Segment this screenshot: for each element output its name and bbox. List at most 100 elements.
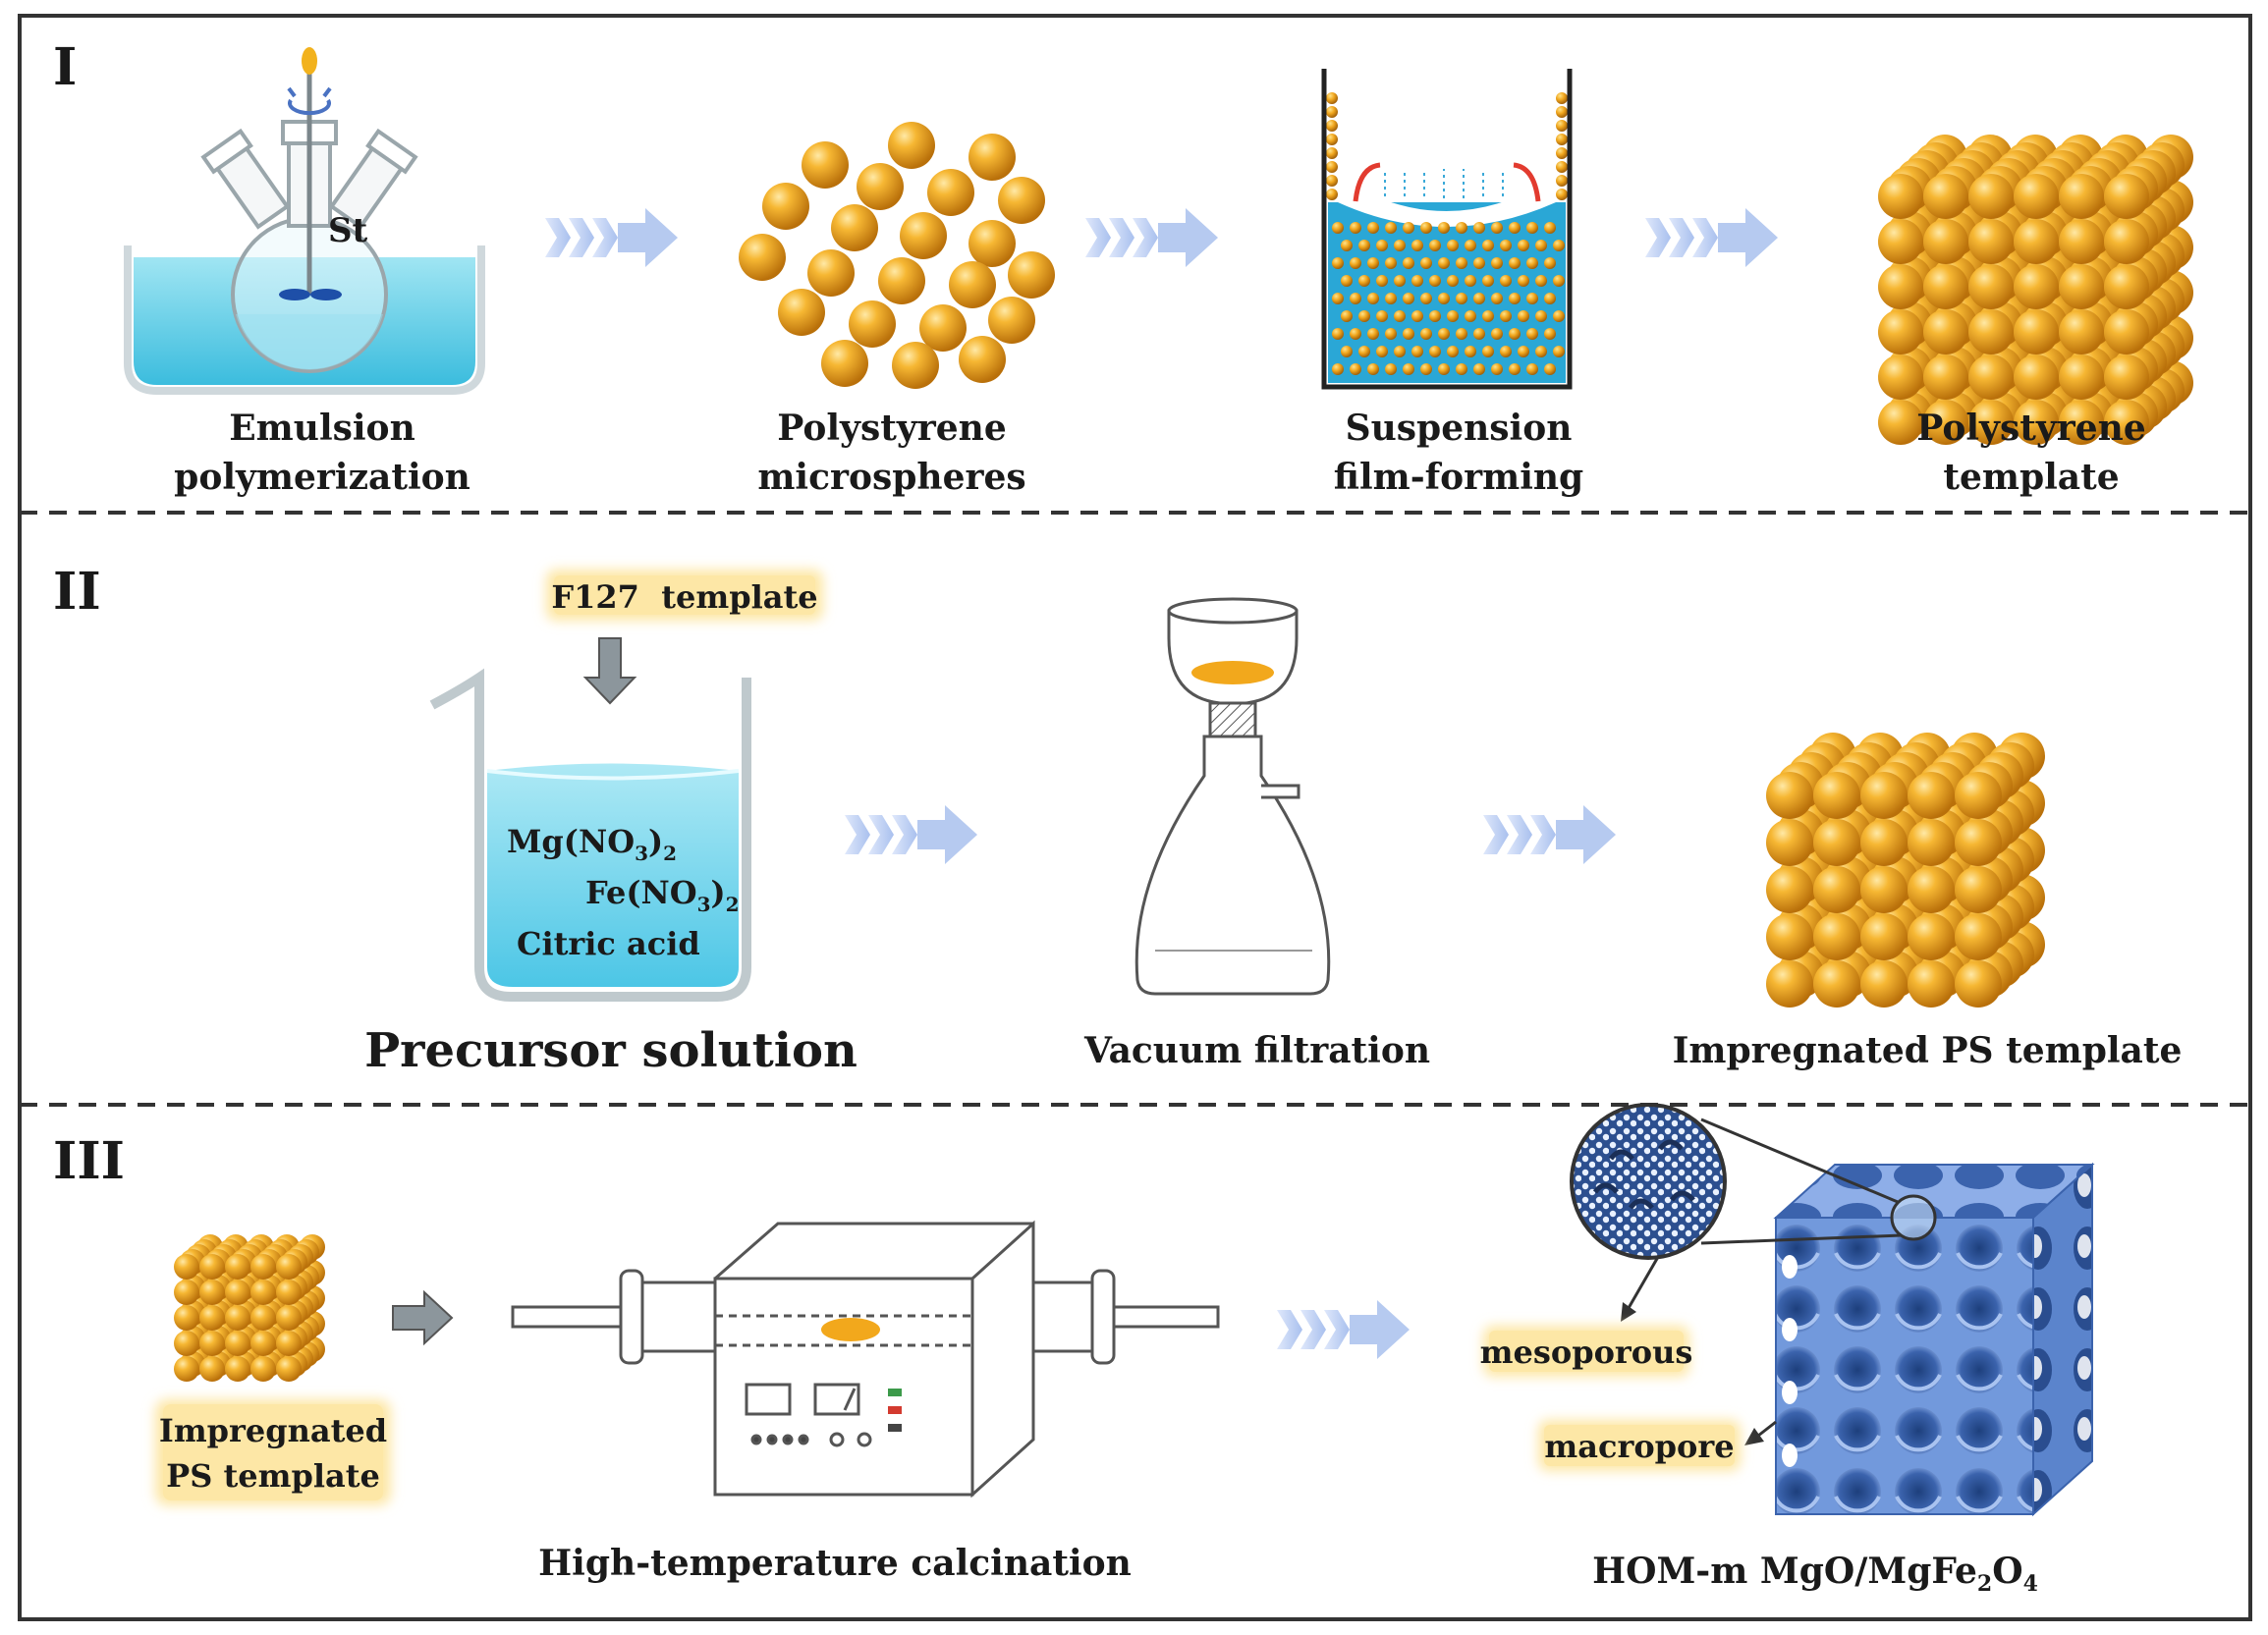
sphere	[1429, 275, 1441, 287]
figure-border	[18, 14, 2252, 1621]
sphere	[1482, 346, 1494, 357]
sphere	[2104, 400, 2149, 445]
sphere	[1491, 363, 1503, 375]
pointer-arrowhead	[1621, 1302, 1636, 1322]
sphere	[1535, 310, 1547, 322]
sphere	[762, 183, 809, 230]
sphere	[1535, 346, 1547, 357]
sphere	[849, 300, 896, 348]
suspension-container	[1321, 69, 1573, 390]
sphere	[1908, 913, 1955, 960]
sphere	[1556, 147, 1568, 159]
sphere	[1420, 257, 1432, 269]
sphere	[2059, 309, 2104, 354]
sphere	[857, 163, 904, 210]
sphere	[1518, 275, 1529, 287]
step-label: Emulsion	[229, 408, 415, 449]
sphere	[1955, 772, 2002, 819]
sphere	[1341, 275, 1353, 287]
step-label: Polystyrene	[777, 408, 1006, 449]
pointer-arrowhead	[1744, 1428, 1764, 1445]
sphere	[1473, 257, 1485, 269]
sphere	[1509, 222, 1521, 234]
macropore-label: macropore	[1544, 1428, 1734, 1465]
sphere	[1535, 275, 1547, 287]
sphere	[1878, 400, 1923, 445]
sphere	[1544, 363, 1556, 375]
sphere	[1878, 309, 1923, 354]
sphere	[1358, 275, 1370, 287]
hom-product-cube	[1773, 1162, 2095, 1517]
sphere	[1358, 346, 1370, 357]
sphere	[1438, 293, 1450, 304]
sphere	[1411, 310, 1423, 322]
sphere	[1766, 913, 1813, 960]
sphere	[1908, 772, 1955, 819]
sphere	[2059, 174, 2104, 219]
step-label: polymerization	[174, 457, 470, 498]
sphere	[1526, 293, 1538, 304]
sphere	[739, 234, 786, 281]
sphere	[1367, 257, 1379, 269]
sphere	[174, 1305, 199, 1331]
sphere	[1385, 328, 1397, 340]
sphere	[1326, 134, 1338, 145]
sphere	[1878, 354, 1923, 400]
sphere	[1955, 866, 2002, 913]
sphere	[250, 1280, 276, 1305]
sphere	[1860, 866, 1908, 913]
sphere	[1923, 264, 1968, 309]
sphere	[1438, 363, 1450, 375]
sphere	[1482, 310, 1494, 322]
sphere	[2014, 309, 2059, 354]
sphere	[919, 304, 967, 352]
sphere	[1326, 106, 1338, 118]
sphere	[1556, 134, 1568, 145]
sphere	[1438, 328, 1450, 340]
emulsion-polymerization-setup: St	[124, 47, 485, 395]
sphere	[892, 342, 939, 389]
sphere	[1332, 293, 1344, 304]
sphere	[1456, 363, 1467, 375]
sphere	[807, 249, 855, 297]
sphere	[1394, 275, 1406, 287]
sphere	[1403, 363, 1414, 375]
sphere	[1394, 310, 1406, 322]
sphere	[1376, 240, 1388, 251]
beaker-content-line: Citric acid	[517, 925, 700, 962]
sphere	[225, 1331, 250, 1356]
process-arrow	[1085, 208, 1218, 267]
sphere	[1456, 328, 1467, 340]
sphere	[1376, 310, 1388, 322]
zoom-line	[1700, 1117, 1899, 1204]
sphere	[1908, 960, 1955, 1008]
sphere	[276, 1280, 302, 1305]
sphere	[1447, 346, 1459, 357]
sphere	[1509, 363, 1521, 375]
sphere	[1367, 363, 1379, 375]
sphere	[1326, 147, 1338, 159]
zoom-line	[1700, 1233, 1903, 1245]
sphere	[1341, 346, 1353, 357]
sphere	[250, 1305, 276, 1331]
sphere	[1438, 222, 1450, 234]
sphere	[1350, 293, 1361, 304]
sphere	[174, 1254, 199, 1280]
sphere	[1403, 293, 1414, 304]
process-arrow	[845, 805, 977, 864]
step-label: Polystyrene	[1916, 408, 2145, 449]
sphere	[1332, 257, 1344, 269]
sphere	[1385, 257, 1397, 269]
sphere	[1553, 346, 1565, 357]
sphere	[1860, 819, 1908, 866]
sphere	[1473, 363, 1485, 375]
sphere	[1968, 354, 2014, 400]
sphere	[1411, 240, 1423, 251]
sphere	[1326, 120, 1338, 132]
sphere	[949, 261, 996, 308]
sphere	[927, 169, 974, 216]
sphere	[225, 1280, 250, 1305]
sphere	[1447, 240, 1459, 251]
sphere	[1556, 106, 1568, 118]
sphere	[1465, 240, 1476, 251]
